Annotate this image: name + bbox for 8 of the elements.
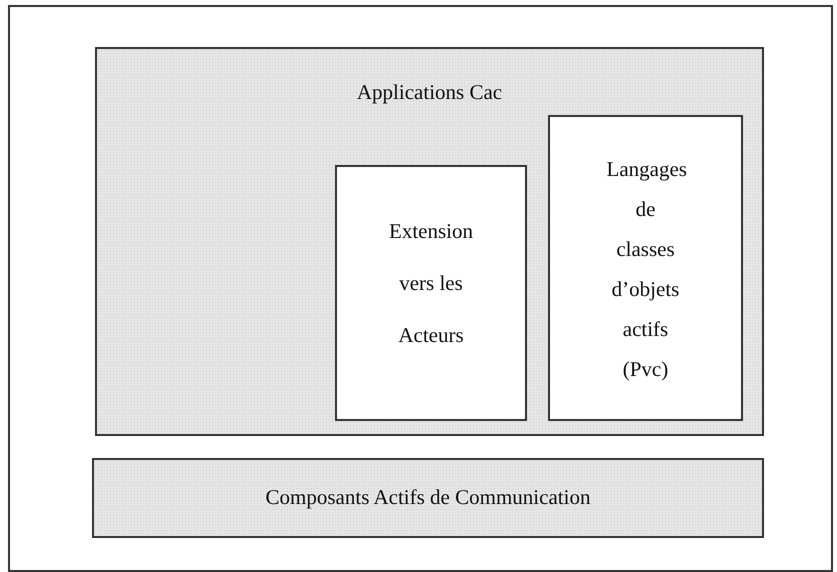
box-label: Composants Actifs de Communication [264,484,592,511]
box-label: Extension vers les Acteurs [388,218,474,349]
module-box [335,165,527,421]
box-label: Langages de classes d’objets actifs (Pvc) [606,156,684,383]
container-box [95,47,764,436]
module-box [548,115,743,421]
layer-box [92,458,764,538]
box-label: Applications Cac [356,79,504,106]
